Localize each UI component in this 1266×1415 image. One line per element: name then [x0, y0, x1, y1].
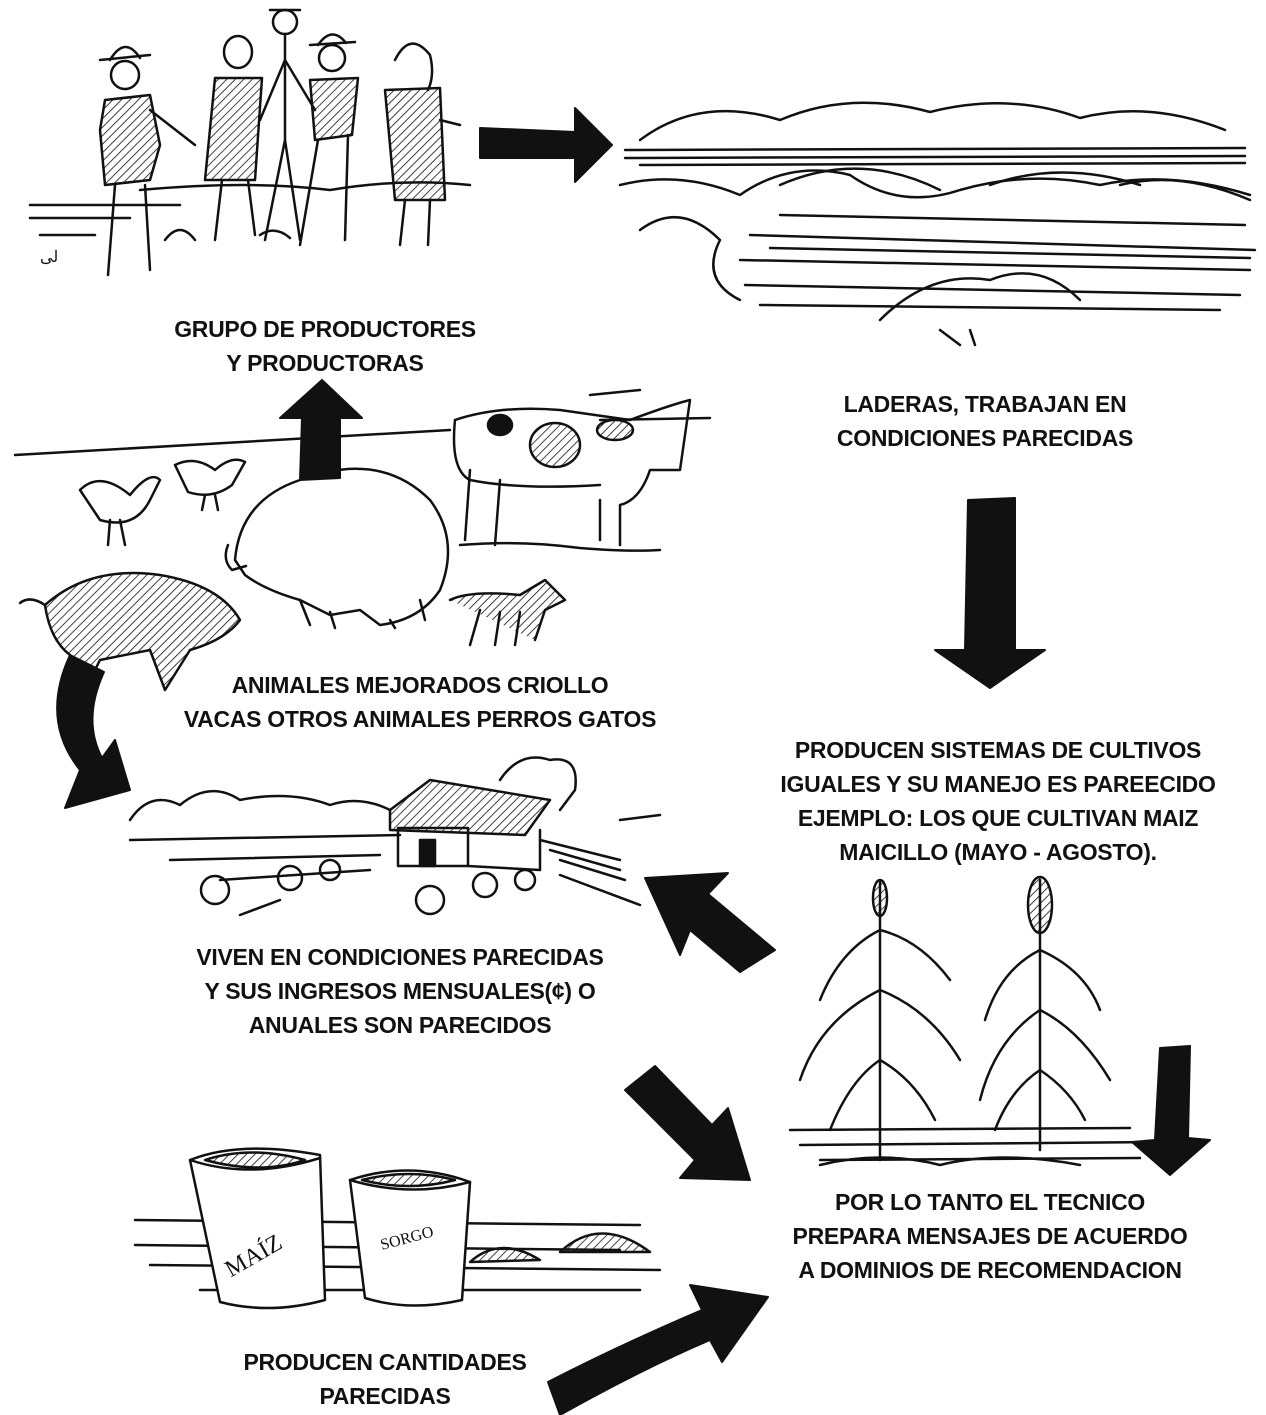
label-cantidades-line-2: PARECIDAS: [319, 1383, 451, 1409]
label-sistemas-line-3: EJEMPLO: LOS QUE CULTIVAN MAIZ: [797, 805, 1199, 831]
label-viven-line-3: ANUALES SON PARECIDOS: [248, 1012, 552, 1038]
farmhouse-illustration: [128, 756, 662, 917]
label-cantidades-line-1: PRODUCEN CANTIDADES: [243, 1349, 527, 1375]
label-laderas: LADERAS, TRABAJAN EN CONDICIONES PARECID…: [795, 387, 1175, 455]
label-tecnico-line-3: A DOMINIOS DE RECOMENDACION: [798, 1257, 1182, 1283]
arrow-down-right: [934, 497, 1046, 689]
label-grupo: GRUPO DE PRODUCTORES Y PRODUCTORAS: [145, 312, 505, 380]
label-sistemas-line-4: MAICILLO (MAYO - AGOSTO).: [839, 839, 1157, 865]
label-tecnico-line-2: PREPARA MENSAJES DE ACUERDO: [792, 1223, 1188, 1249]
label-animales-line-2: VACAS OTROS ANIMALES PERROS GATOS: [183, 706, 657, 732]
animals-illustration: [13, 388, 712, 692]
arrow-down-right-2: [624, 1065, 751, 1181]
label-sistemas: PRODUCEN SISTEMAS DE CULTIVOS IGUALES Y …: [738, 733, 1258, 869]
arrow-curved-up-right: [547, 1284, 769, 1415]
label-laderas-line-1: LADERAS, TRABAJAN EN: [843, 391, 1127, 417]
label-animales: ANIMALES MEJORADOS CRIOLLO VACAS OTROS A…: [140, 668, 700, 736]
producers-group-illustration: لی: [28, 8, 472, 277]
label-tecnico-line-1: POR LO TANTO EL TECNICO: [834, 1189, 1145, 1215]
corn-sorghum-illustration: [788, 875, 1162, 1167]
arrow-up: [279, 379, 363, 481]
hillside-terraces-illustration: [618, 101, 1257, 347]
arrow-curved-down-left: [56, 654, 131, 809]
arrow-up-left: [644, 872, 776, 973]
label-cantidades: PRODUCEN CANTIDADES PARECIDAS: [205, 1345, 565, 1413]
arrows: [56, 107, 1211, 1415]
svg-text:لی: لی: [40, 249, 58, 266]
grain-sacks-illustration: MAÍZ SORGO: [133, 1147, 662, 1310]
label-sistemas-line-2: IGUALES Y SU MANEJO ES PAREECIDO: [780, 771, 1216, 797]
label-sistemas-line-1: PRODUCEN SISTEMAS DE CULTIVOS: [794, 737, 1202, 763]
arrow-down-small: [1131, 1045, 1211, 1176]
arrow-right: [479, 107, 613, 183]
label-grupo-line-1: GRUPO DE PRODUCTORES: [174, 316, 476, 342]
label-viven: VIVEN EN CONDICIONES PARECIDAS Y SUS ING…: [145, 940, 655, 1042]
label-viven-line-1: VIVEN EN CONDICIONES PARECIDAS: [196, 944, 604, 970]
label-tecnico: POR LO TANTO EL TECNICO PREPARA MENSAJES…: [750, 1185, 1230, 1287]
label-animales-line-1: ANIMALES MEJORADOS CRIOLLO: [231, 672, 609, 698]
label-grupo-line-2: Y PRODUCTORAS: [226, 350, 424, 376]
label-laderas-line-2: CONDICIONES PARECIDAS: [836, 425, 1134, 451]
label-viven-line-2: Y SUS INGRESOS MENSUALES(¢) O: [204, 978, 596, 1004]
